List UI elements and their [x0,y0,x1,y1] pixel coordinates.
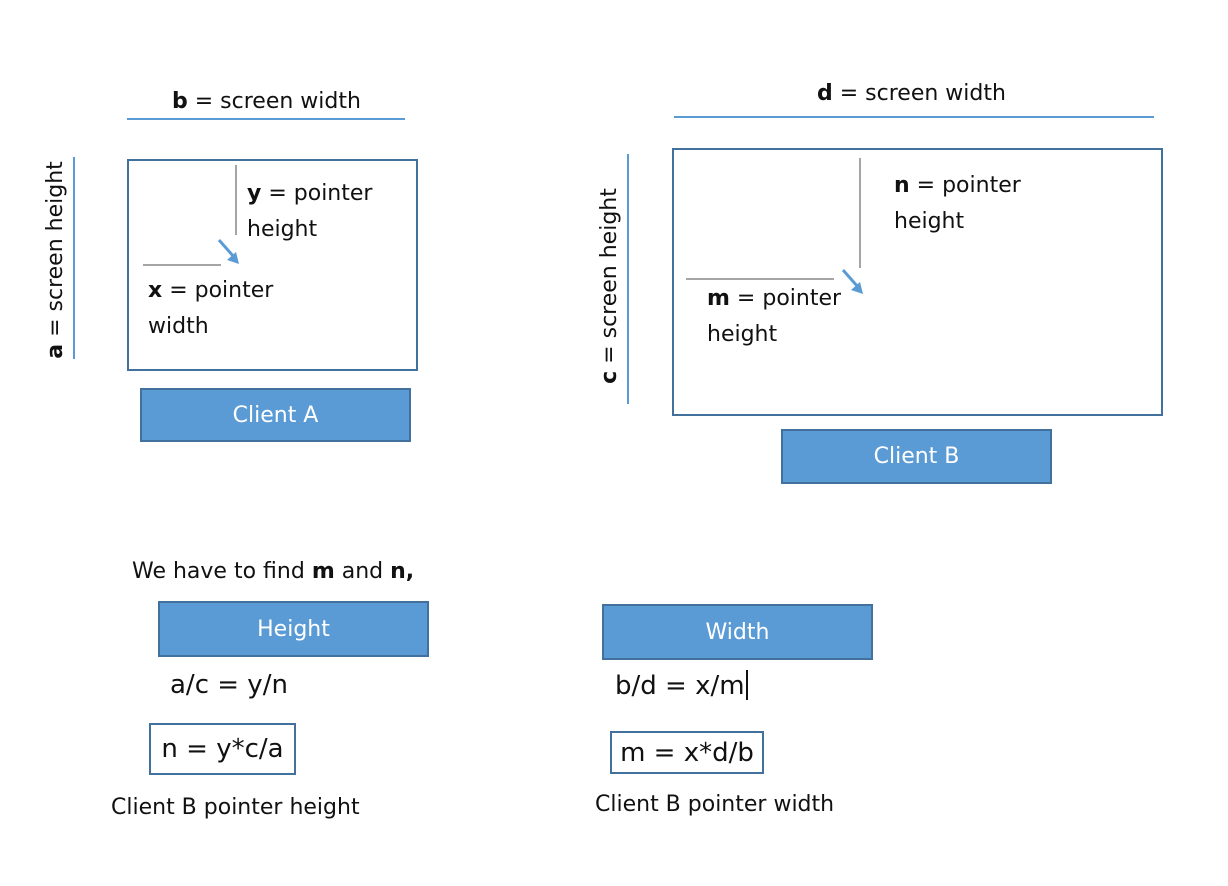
client-b-pointer-m-line [686,278,834,280]
client-a-pointer-x-line1: x = pointer [148,273,273,309]
height-equation: a/c = y/n [170,670,288,700]
client-a-width-label: b = screen width [172,84,361,120]
client-a-pointer-y-label: y = pointer height [247,176,372,248]
client-a-height-line [73,157,75,359]
goal-n: n, [390,559,415,584]
client-a-height-text: = screen height [43,161,68,344]
client-b-pointer-n-line1: n = pointer [894,168,1021,204]
client-a-pointer-x-label: x = pointer width [148,273,273,345]
client-b-pointer-m-line1: m = pointer [707,281,841,317]
client-b-pointer-n-line2: height [894,209,965,234]
client-b-width-var: d [817,81,833,106]
client-b-pointer-m-label: m = pointer height [707,281,841,353]
client-b-pointer-m-text: = pointer [729,286,842,311]
client-a-height-label: a = screen height [38,160,74,360]
text-cursor [745,670,748,700]
goal-and: and [334,559,391,584]
client-a-width-var: b [172,89,188,114]
client-a-width-text: = screen width [187,89,361,114]
client-b-height-text: = screen height [597,188,622,371]
client-b-pointer-n-line [859,158,861,268]
width-caption: Client B pointer width [595,792,835,817]
client-b-height-var: c [597,370,622,384]
client-b-width-line [674,116,1154,118]
client-b-screen [672,148,1163,416]
height-result-box: n = y*c/a [149,723,296,775]
client-a-pointer-y-line1: y = pointer [247,176,372,212]
client-b-label: Client B [781,429,1052,484]
client-a-label: Client A [140,388,411,442]
client-b-pointer-n-var: n [894,173,910,198]
width-label: Width [602,604,873,660]
client-a-pointer-y-line2: height [247,217,318,242]
client-b-width-label: d = screen width [817,76,1006,112]
height-label: Height [158,601,429,657]
client-b-height-label: c = screen height [592,186,628,386]
client-a-pointer-y-text: = pointer [261,181,373,206]
goal-text: We have to find m and n, [132,554,414,590]
client-b-pointer-n-text: = pointer [909,173,1021,198]
client-a-width-line [127,118,405,120]
client-a-pointer-x-var: x [148,278,163,303]
width-result-box: m = x*d/b [610,731,764,774]
client-b-width-text: = screen width [832,81,1006,106]
client-b-height-line [627,154,629,404]
goal-m: m [311,559,335,584]
client-a-pointer-arrow-icon [217,239,239,264]
client-a-pointer-x-line2: width [148,314,209,339]
client-a-pointer-y-line [235,165,237,235]
goal-prefix: We have to find [132,559,312,584]
width-equation: b/d = x/m [615,670,748,701]
client-a-pointer-x-text: = pointer [162,278,274,303]
client-a-pointer-y-var: y [247,181,262,206]
client-b-pointer-arrow-icon [841,269,863,294]
height-caption: Client B pointer height [111,795,360,820]
client-b-pointer-m-line2: height [707,322,778,347]
client-a-height-var: a [43,343,68,359]
client-b-pointer-n-label: n = pointer height [894,168,1021,240]
client-a-pointer-x-line [143,264,221,266]
width-equation-text: b/d = x/m [615,671,745,701]
client-b-pointer-m-var: m [707,286,730,311]
